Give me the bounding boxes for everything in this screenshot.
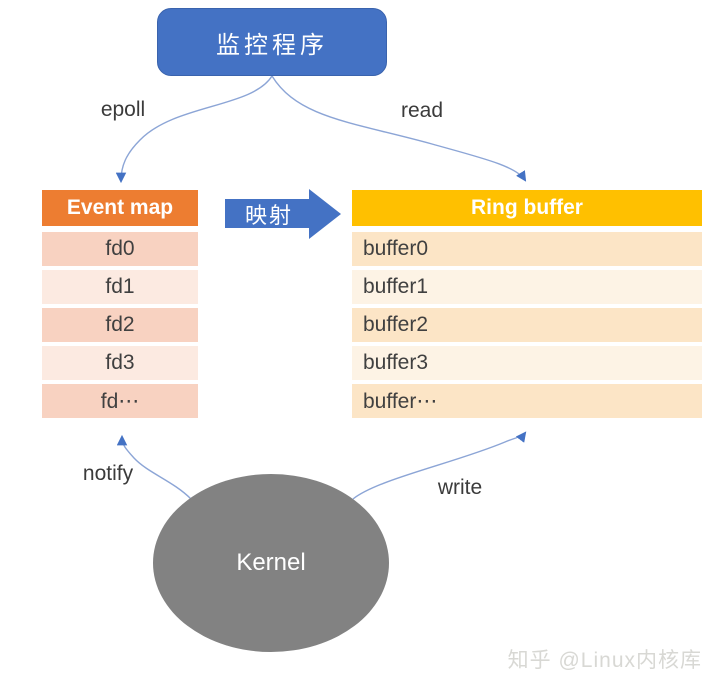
mapping-label: 映射	[244, 203, 293, 228]
notify-label: notify	[82, 462, 134, 485]
kernel-label: Kernel	[236, 549, 306, 576]
ring-buffer-row: buffer0	[352, 232, 702, 266]
event-map-row: fd1	[42, 270, 198, 304]
read-label: read	[400, 99, 444, 122]
epoll-label: epoll	[100, 98, 146, 121]
ring-buffer-row: buffer3	[352, 346, 702, 380]
event-map-row: fd⋯	[42, 384, 198, 418]
event-map-row: fd3	[42, 346, 198, 380]
event-map-table: Event map fd0 fd1 fd2 fd3 fd⋯	[42, 190, 198, 418]
monitor-program-label: 监控程序	[216, 31, 328, 59]
write-label: write	[437, 476, 483, 499]
event-map-header: Event map	[42, 190, 198, 226]
ring-buffer-row: buffer1	[352, 270, 702, 304]
monitor-program-box: 监控程序	[157, 8, 387, 76]
ring-buffer-header: Ring buffer	[352, 190, 702, 226]
read-arrow	[271, 75, 527, 182]
kernel-ellipse: Kernel	[153, 474, 389, 652]
event-map-row: fd0	[42, 232, 198, 266]
watermark: 知乎 @Linux内核库	[507, 649, 702, 672]
ring-buffer-row: buffer2	[352, 308, 702, 342]
ring-buffer-row: buffer⋯	[352, 384, 702, 418]
ring-buffer-table: Ring buffer buffer0 buffer1 buffer2 buff…	[352, 190, 702, 418]
event-map-row: fd2	[42, 308, 198, 342]
epoll-arrow	[115, 75, 273, 184]
